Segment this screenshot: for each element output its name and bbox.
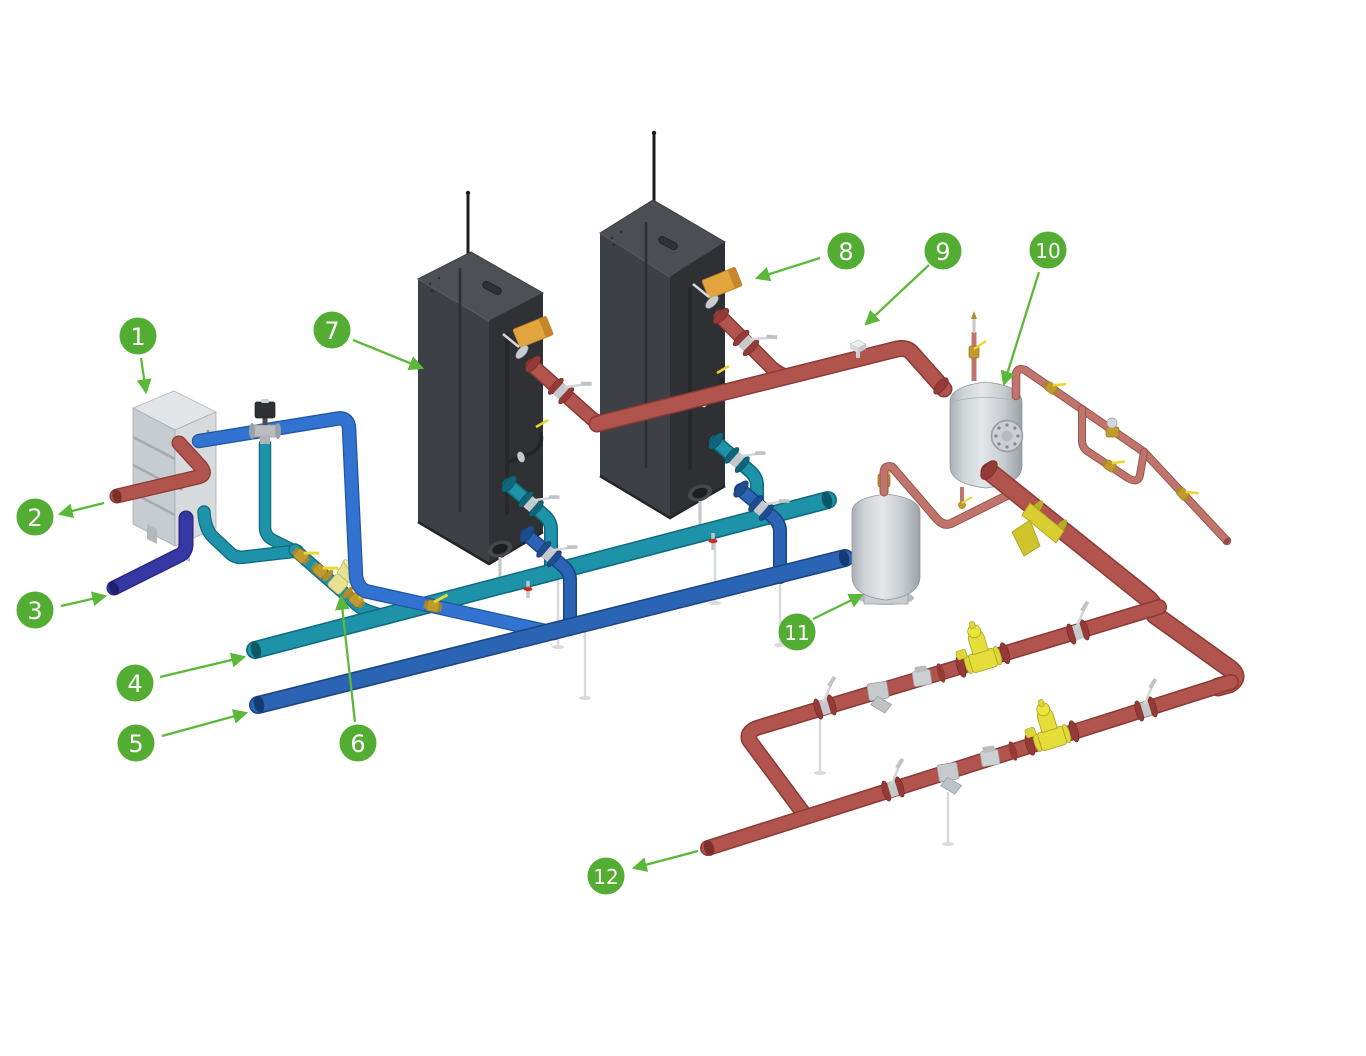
callout-circle — [116, 664, 154, 702]
callout-circle — [339, 724, 377, 762]
fill-line — [1011, 365, 1232, 546]
callout-5: 5 — [117, 709, 249, 762]
callout-number: 12 — [593, 865, 618, 889]
callout-7: 7 — [313, 311, 425, 371]
callout-number: 5 — [128, 730, 143, 758]
callout-number: 10 — [1035, 239, 1060, 263]
callout-circle — [16, 591, 54, 629]
callout-11: 11 — [778, 593, 865, 651]
boiler-2 — [599, 130, 730, 531]
callout-number: 2 — [27, 504, 42, 532]
callout-arrow — [631, 849, 699, 872]
boiler-2-handle — [658, 235, 678, 251]
pipe-cold-inlet-navy — [106, 510, 194, 596]
callout-2: 2 — [16, 498, 105, 536]
boiler-2-pump — [701, 266, 743, 299]
distribution-valve-trains — [700, 599, 1239, 856]
boiler-1-pump — [512, 315, 554, 348]
callout-number: 4 — [127, 670, 142, 698]
callout-circle — [778, 613, 816, 651]
callout-number: 11 — [784, 621, 809, 645]
callout-4: 4 — [116, 652, 247, 702]
callout-arrow — [334, 594, 357, 723]
callout-10: 10 — [1000, 231, 1067, 387]
expansion-tank — [851, 462, 1017, 605]
callout-circle — [1029, 231, 1067, 269]
callout-circle — [587, 857, 625, 895]
callout-circle — [119, 317, 157, 355]
callout-number: 8 — [838, 238, 853, 266]
hx-teal-return-run — [197, 437, 387, 622]
callout-arrow — [1000, 271, 1041, 387]
callout-arrow — [161, 709, 249, 738]
callout-12: 12 — [587, 849, 699, 895]
callout-circle — [16, 498, 54, 536]
callout-arrow — [57, 501, 105, 519]
callout-circle — [313, 311, 351, 349]
pipe-hot-outlet-red — [109, 435, 211, 504]
y-strainer — [1011, 500, 1068, 557]
callout-circle — [117, 724, 155, 762]
callout-arrow — [812, 593, 865, 621]
callout-number: 1 — [130, 323, 145, 351]
callout-number: 3 — [27, 597, 42, 625]
callout-circle — [827, 232, 865, 270]
callout-number: 7 — [324, 317, 339, 345]
three-way-mixing-valve — [249, 399, 281, 444]
callout-arrow — [754, 256, 821, 282]
boiler-teal-drops — [501, 432, 768, 580]
callout-circle — [924, 232, 962, 270]
boiler-1-gas-valve-lever — [535, 418, 549, 429]
red-supply-header — [502, 266, 953, 433]
callout-1: 1 — [119, 317, 157, 395]
callout-arrow — [136, 357, 152, 395]
callout-arrow — [159, 652, 247, 679]
boiler-1-handle — [482, 280, 502, 296]
boiler-blue-drops — [519, 480, 792, 636]
blue-header — [249, 549, 854, 714]
pressure-reducing-valve-small — [1105, 417, 1120, 438]
callout-number: 9 — [935, 238, 950, 266]
callout-8: 8 — [754, 232, 865, 282]
boiler-1-antenna-tip — [465, 190, 471, 196]
boiler-2-gas-valve-lever — [716, 364, 730, 375]
callout-9: 9 — [864, 232, 962, 326]
callout-arrow — [864, 264, 930, 326]
callout-3: 3 — [16, 591, 108, 629]
callout-arrow — [60, 591, 108, 608]
callout-arrow — [352, 338, 425, 371]
hydraulic-separator — [933, 311, 1024, 509]
boiler-2-antenna-tip — [651, 130, 657, 136]
teal-return-header — [246, 491, 837, 659]
callout-6: 6 — [334, 594, 377, 762]
boiler-1-gas-line — [507, 431, 544, 464]
callout-number: 6 — [350, 730, 365, 758]
hx-blue-supply-loop — [191, 399, 562, 641]
